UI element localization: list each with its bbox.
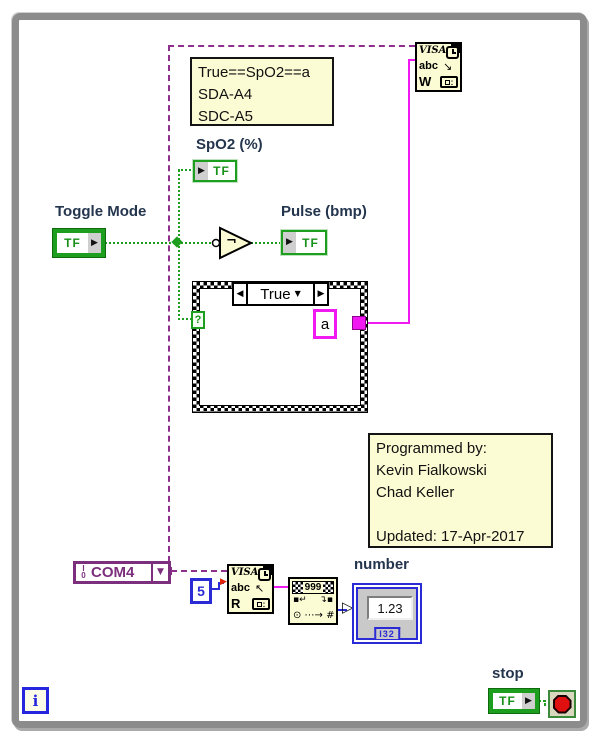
boolean-wire-not-to-pulse — [251, 242, 281, 244]
io-icon: I 0 — [76, 564, 91, 581]
clock-icon — [446, 46, 459, 59]
visa-resource-wire-bottom — [171, 570, 227, 572]
string-wire-vertical — [408, 59, 410, 324]
visa-read-node[interactable]: VISA abc ↖ R : — [227, 564, 274, 614]
string-wire-read-to-scan — [274, 586, 288, 588]
write-arrow-icon: ↘ — [443, 60, 453, 73]
stop-sign-icon — [552, 694, 572, 714]
read-arrow-icon: ↖ — [255, 582, 265, 595]
comment-line: Kevin Fialkowski — [376, 462, 487, 479]
stop-control[interactable]: TF ▶ — [489, 689, 539, 713]
loop-iteration-terminal[interactable]: i — [22, 687, 49, 714]
number-value: 1.23 — [367, 596, 413, 620]
visa-resource-value: COM4 — [91, 564, 135, 581]
comment-line: Chad Keller — [376, 484, 455, 501]
case-prev-button[interactable]: ◀ — [234, 284, 248, 304]
spo2-label: SpO2 (%) — [196, 136, 263, 153]
boolean-wire-stop-3 — [544, 704, 550, 706]
tf-letters: TF — [499, 694, 516, 708]
indicator-input-arrow-icon: ▷ — [342, 598, 354, 616]
scan-glyph-left: ▪↵ — [293, 595, 307, 605]
comment-line: True==SpO2==a — [198, 64, 311, 81]
case-selector-value: True — [260, 285, 291, 303]
boolean-wire-to-spo2 — [178, 169, 194, 171]
pulse-label: Pulse (bmp) — [281, 203, 367, 220]
tf-letters: TF — [64, 236, 81, 250]
visa-write-node[interactable]: VISA abc ↘ W : — [415, 42, 462, 92]
coercion-arrow-icon: ▶ — [220, 577, 227, 587]
visa-write-abc: abc — [419, 60, 438, 72]
case-selector-label[interactable]: ◀ True ▼ ▶ — [232, 282, 329, 306]
string-to-number-node[interactable]: 999 ▪↵ ↴▪ ⊙ ⋯→ # — [288, 577, 338, 625]
numeric-wire-scan-to-indicator — [338, 609, 347, 611]
boolean-wire-toggle-to-not — [105, 242, 215, 244]
string-constant-a[interactable]: a — [313, 309, 337, 339]
scan-digits: 999 — [304, 582, 322, 593]
boolean-wire-stop-1 — [539, 700, 545, 702]
iteration-i-label: i — [32, 691, 39, 710]
protocol-comment-box[interactable]: True==SpO2==a SDA-A4 SDC-A5 — [190, 57, 334, 126]
boolean-wire-to-case — [178, 318, 192, 320]
number-indicator[interactable]: 1.23 I32 — [352, 583, 422, 644]
not-gate[interactable] — [210, 224, 254, 262]
spo2-indicator[interactable]: ▶ TF — [193, 160, 237, 182]
connector-icon: : — [440, 76, 458, 88]
comment-line: Updated: 17-Apr-2017 — [376, 528, 525, 545]
scan-glyph-right: ↴▪ — [319, 595, 333, 605]
comment-line: SDA-A4 — [198, 86, 253, 103]
chevron-down-icon[interactable]: ▼ — [294, 289, 301, 298]
not-symbol-icon: ¬ — [226, 234, 237, 249]
case-selector-terminal[interactable]: ? — [191, 311, 205, 329]
toggle-mode-label: Toggle Mode — [55, 203, 147, 220]
byte-count-value: 5 — [197, 583, 205, 599]
boolean-wire-stop-2 — [544, 700, 546, 705]
dropdown-arrow-icon[interactable]: ▼ — [151, 564, 168, 581]
number-representation-badge: I32 — [374, 627, 400, 639]
question-mark-icon: ? — [194, 314, 202, 326]
visa-write-title: VISA — [419, 45, 447, 56]
clock-icon — [258, 568, 271, 581]
visa-write-letter: W — [419, 74, 432, 89]
io-top: I — [82, 564, 85, 574]
byte-count-constant[interactable]: 5 — [190, 578, 212, 604]
visa-read-title: VISA — [231, 567, 259, 578]
comment-line: Programmed by: — [376, 440, 487, 457]
visa-resource-wire-top — [168, 45, 415, 47]
string-wire-tunnel-out — [366, 322, 410, 324]
toggle-mode-control[interactable]: TF ▶ — [53, 229, 105, 257]
credits-comment-box[interactable]: Programmed by: Kevin Fialkowski Chad Kel… — [368, 433, 553, 548]
scan-digits-strip: 999 — [292, 581, 334, 594]
pulse-indicator[interactable]: ▶ TF — [281, 230, 327, 255]
io-bottom: 0 — [81, 570, 86, 580]
comment-line — [376, 504, 545, 526]
connector-icon: : — [252, 598, 270, 610]
scan-format-glyphs: ⊙ ⋯→ # — [293, 610, 335, 621]
visa-resource-wire-vertical — [168, 45, 170, 572]
terminal-arrow-icon: ▶ — [88, 233, 101, 253]
terminal-arrow-icon: ▶ — [283, 232, 296, 253]
visa-resource-constant[interactable]: I 0 COM4 ▼ — [73, 561, 171, 584]
stop-label: stop — [492, 665, 524, 682]
numeric-wire-5-in — [218, 582, 224, 584]
numeric-wire-5-h — [211, 588, 219, 590]
checker-icon — [323, 582, 333, 593]
visa-read-letter: R — [231, 596, 241, 611]
visa-read-abc: abc — [231, 582, 250, 594]
case-next-button[interactable]: ▶ — [313, 284, 327, 304]
number-label: number — [354, 556, 410, 573]
terminal-arrow-icon: ▶ — [195, 162, 208, 180]
tf-letters: TF — [213, 164, 230, 178]
tf-letters: TF — [302, 235, 319, 250]
string-wire-to-visa-write — [408, 59, 415, 61]
terminal-arrow-icon: ▶ — [522, 693, 535, 709]
comment-line: SDC-A5 — [198, 108, 254, 125]
case-output-tunnel[interactable] — [352, 316, 366, 330]
while-loop-border[interactable] — [12, 13, 587, 728]
checker-icon — [293, 582, 303, 593]
string-constant-value: a — [320, 315, 330, 333]
loop-conditional-terminal[interactable] — [548, 690, 576, 718]
numeric-wire-5-v — [218, 582, 220, 590]
